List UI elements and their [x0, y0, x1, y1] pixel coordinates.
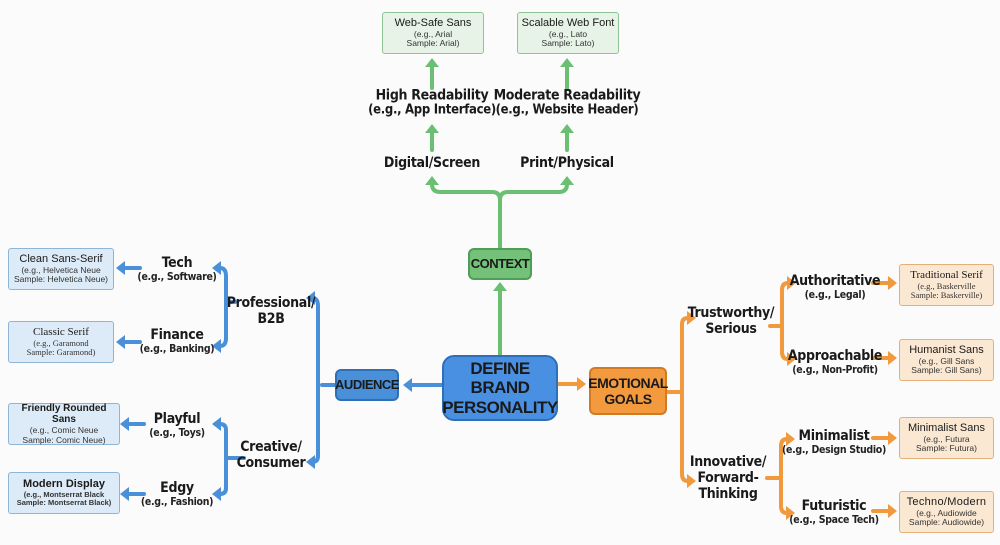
arrowhead-audience [403, 378, 412, 392]
connector-innov-to-minimalist [765, 437, 789, 480]
arrowhead-modern-display [120, 487, 129, 501]
context-label: CONTEXT [470, 255, 530, 271]
item-futuristic[interactable]: Futuristic (e.g., Space Tech) [789, 497, 879, 527]
arrowhead-print [560, 176, 574, 185]
branch-print-physical[interactable]: Print/Physical [520, 154, 614, 171]
arrowhead-digital [425, 176, 439, 185]
font-card-traditional-serif[interactable]: Traditional Serif (e.g., Baskerville Sam… [899, 264, 994, 306]
item-finance[interactable]: Finance (e.g., Banking) [139, 326, 215, 356]
font-card-techno-modern[interactable]: Techno/Modern (e.g., Audiowide Sample: A… [899, 491, 994, 533]
arrowhead-rounded-sans [120, 417, 129, 431]
connector-creative-to-playful [218, 422, 246, 460]
item-minimalist[interactable]: Minimalist (e.g., Design Studio) [782, 427, 886, 457]
arrowhead-minimalist [786, 432, 795, 446]
center-line-1: DEFINE BRAND [470, 358, 530, 398]
arrowhead-emotional [577, 377, 586, 391]
arrowhead-professional [306, 291, 315, 305]
connector-context-to-digital [430, 178, 502, 250]
connector-trust-to-approachable [780, 324, 790, 361]
emotional-line-1: EMOTIONAL [588, 374, 668, 391]
arrowhead-playful [212, 417, 221, 431]
audience-node[interactable]: AUDIENCE [335, 369, 399, 401]
context-node[interactable]: CONTEXT [468, 248, 532, 280]
item-tech[interactable]: Tech (e.g., Software) [137, 254, 217, 284]
font-card-modern-display[interactable]: Modern Display (e.g., Montserrat Black S… [8, 472, 120, 514]
connector-emotional-to-trustworthy [680, 316, 690, 394]
item-approachable[interactable]: Approachable (e.g., Non-Profit) [787, 347, 883, 377]
branch-digital-screen[interactable]: Digital/Screen [383, 154, 481, 171]
arrowhead-context [493, 282, 507, 291]
connector-innov-to-futuristic [779, 476, 789, 515]
arrowhead-high [425, 124, 439, 133]
arrowhead-finance [212, 339, 221, 353]
center-node-define-brand-personality[interactable]: DEFINE BRAND PERSONALITY [442, 355, 558, 421]
arrowhead-scalable [560, 58, 574, 67]
group-professional-b2b[interactable]: Professional/ B2B [226, 294, 316, 327]
branch-high-readability[interactable]: High Readability (e.g., App Interface) [368, 87, 496, 118]
arrowhead-trustworthy [687, 311, 696, 325]
arrowhead-edgy [212, 487, 221, 501]
item-playful[interactable]: Playful (e.g., Toys) [149, 410, 205, 440]
arrowhead-approachable [787, 352, 796, 366]
arrowhead-moderate [560, 124, 574, 133]
connector-professional-to-finance [218, 300, 228, 348]
font-card-humanist-sans[interactable]: Humanist Sans (e.g., Gill Sans Sample: G… [899, 339, 994, 381]
connector-professional-to-tech [218, 266, 237, 304]
arrowhead-authoritative [787, 276, 796, 290]
arrowhead-innovative [687, 474, 696, 488]
item-authoritative[interactable]: Authoritative (e.g., Legal) [789, 272, 881, 302]
arrowhead-websafe [425, 58, 439, 67]
arrowhead-futuristic [786, 506, 795, 520]
group-creative-consumer[interactable]: Creative/ Consumer [236, 438, 306, 471]
audience-label: AUDIENCE [335, 376, 399, 392]
arrowhead-minimalist-sans [888, 431, 897, 445]
connector-emotional-to-innovative [680, 390, 690, 483]
font-card-web-safe-sans[interactable]: Web-Safe Sans (e.g., Arial Sample: Arial… [382, 12, 484, 54]
emotional-goals-node[interactable]: EMOTIONAL GOALS [588, 367, 668, 415]
font-card-clean-sans-serif[interactable]: Clean Sans-Serif (e.g., Helvetica Neue S… [8, 248, 114, 290]
arrowhead-traditional-serif [888, 276, 897, 290]
font-card-scalable-web-font[interactable]: Scalable Web Font (e.g., Lato Sample: La… [517, 12, 619, 54]
arrowhead-techno-modern [888, 504, 897, 518]
connector-context-to-print [498, 178, 569, 202]
group-trustworthy-serious[interactable]: Trustworthy/ Serious [687, 304, 775, 337]
font-card-friendly-rounded-sans[interactable]: Friendly Rounded Sans (e.g., Comic Neue … [8, 403, 120, 445]
item-edgy[interactable]: Edgy (e.g., Fashion) [140, 479, 214, 509]
font-card-classic-serif[interactable]: Classic Serif (e.g., Garamond Sample: Ga… [8, 321, 114, 363]
connector-audience-to-creative [310, 383, 320, 464]
connector-trust-to-authoritative [768, 281, 790, 328]
center-line-2: PERSONALITY [442, 397, 558, 417]
connector-creative-to-edgy [218, 456, 228, 496]
arrowhead-humanist-sans [888, 351, 897, 365]
arrowhead-classic-serif [116, 335, 125, 349]
arrowhead-clean-sans [116, 261, 125, 275]
font-card-minimalist-sans[interactable]: Minimalist Sans (e.g., Futura Sample: Fu… [899, 417, 994, 459]
branch-moderate-readability[interactable]: Moderate Readability (e.g., Website Head… [493, 87, 641, 118]
emotional-line-2: GOALS [604, 391, 652, 407]
arrowhead-creative [306, 455, 315, 469]
group-innovative-forward-thinking[interactable]: Innovative/ Forward- Thinking [689, 453, 767, 503]
arrowhead-tech [212, 261, 221, 275]
